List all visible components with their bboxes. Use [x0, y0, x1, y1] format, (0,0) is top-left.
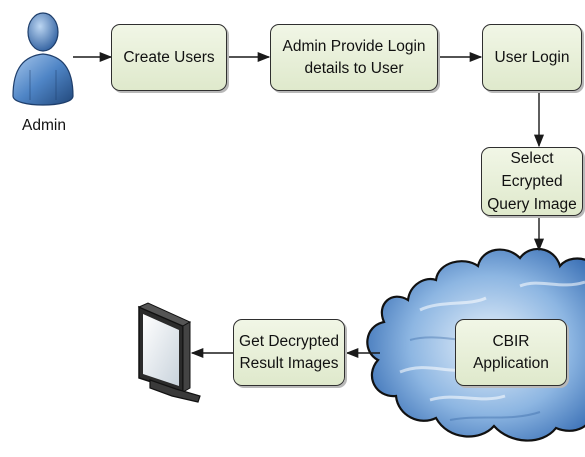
- user-login-box: User Login: [482, 24, 582, 91]
- person-icon: [12, 12, 74, 106]
- admin-label: Admin: [22, 117, 66, 134]
- select-query-image-box: Select Ecrypted Query Image: [481, 147, 583, 216]
- create-users-box: Create Users: [111, 24, 227, 91]
- admin-provide-login-box: Admin Provide Login details to User: [270, 24, 438, 91]
- cbir-application-box: CBIR Application: [455, 319, 567, 386]
- connectors: [73, 51, 545, 359]
- get-decrypted-box: Get Decrypted Result Images: [233, 319, 345, 386]
- monitor-icon: [137, 302, 201, 403]
